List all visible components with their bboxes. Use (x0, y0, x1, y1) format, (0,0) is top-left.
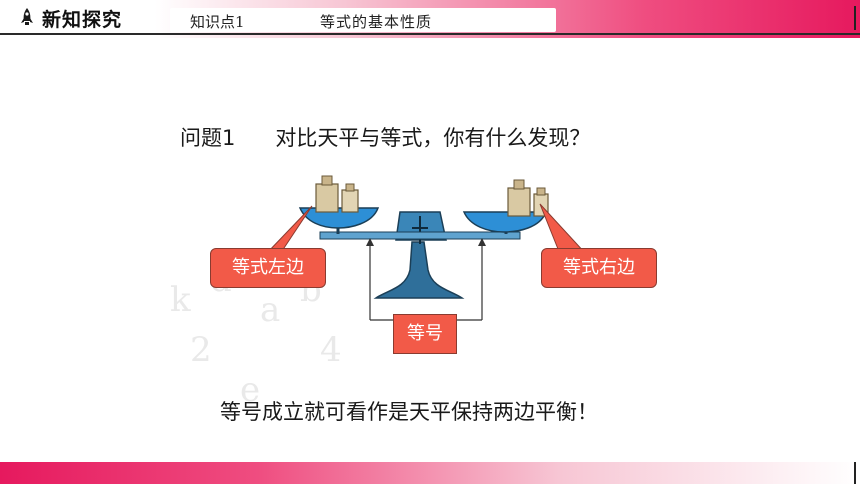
header-edge-mark (854, 6, 856, 30)
left-callout-pointer (264, 205, 313, 255)
topic-bar: 知识点1 等式的基本性质 (170, 8, 556, 32)
right-pan (462, 211, 548, 233)
right-callout-pointer (539, 203, 588, 255)
topic-title: 等式的基本性质 (320, 13, 433, 31)
left-weight-large (315, 183, 339, 213)
conclusion-text: 等号成立就可看作是天平保持两边平衡！ (220, 400, 598, 424)
right-side-label: 等式右边 (541, 248, 657, 288)
balance-scale-illustration (264, 175, 588, 321)
slide-header: 新知探究 知识点1 等式的基本性质 (0, 0, 860, 38)
footer-gradient-bar (0, 462, 860, 484)
topic-label: 知识点1 (190, 13, 245, 31)
question-line: 问题1 对比天平与等式，你有什么发现？ (180, 122, 590, 152)
left-pan (298, 207, 380, 229)
scale-beam (319, 231, 521, 240)
scale-base (373, 241, 465, 299)
header-divider (0, 33, 860, 35)
question-text: 对比天平与等式，你有什么发现？ (275, 126, 591, 150)
left-side-label: 等式左边 (210, 248, 326, 288)
footer-edge-mark (854, 462, 856, 484)
right-weight-large (507, 187, 531, 217)
question-number: 问题1 (180, 126, 236, 150)
left-weight-small (341, 189, 359, 213)
section-title: 新知探究 (42, 9, 123, 31)
equal-sign-label: 等号 (393, 314, 457, 354)
rocket-icon (21, 8, 33, 25)
